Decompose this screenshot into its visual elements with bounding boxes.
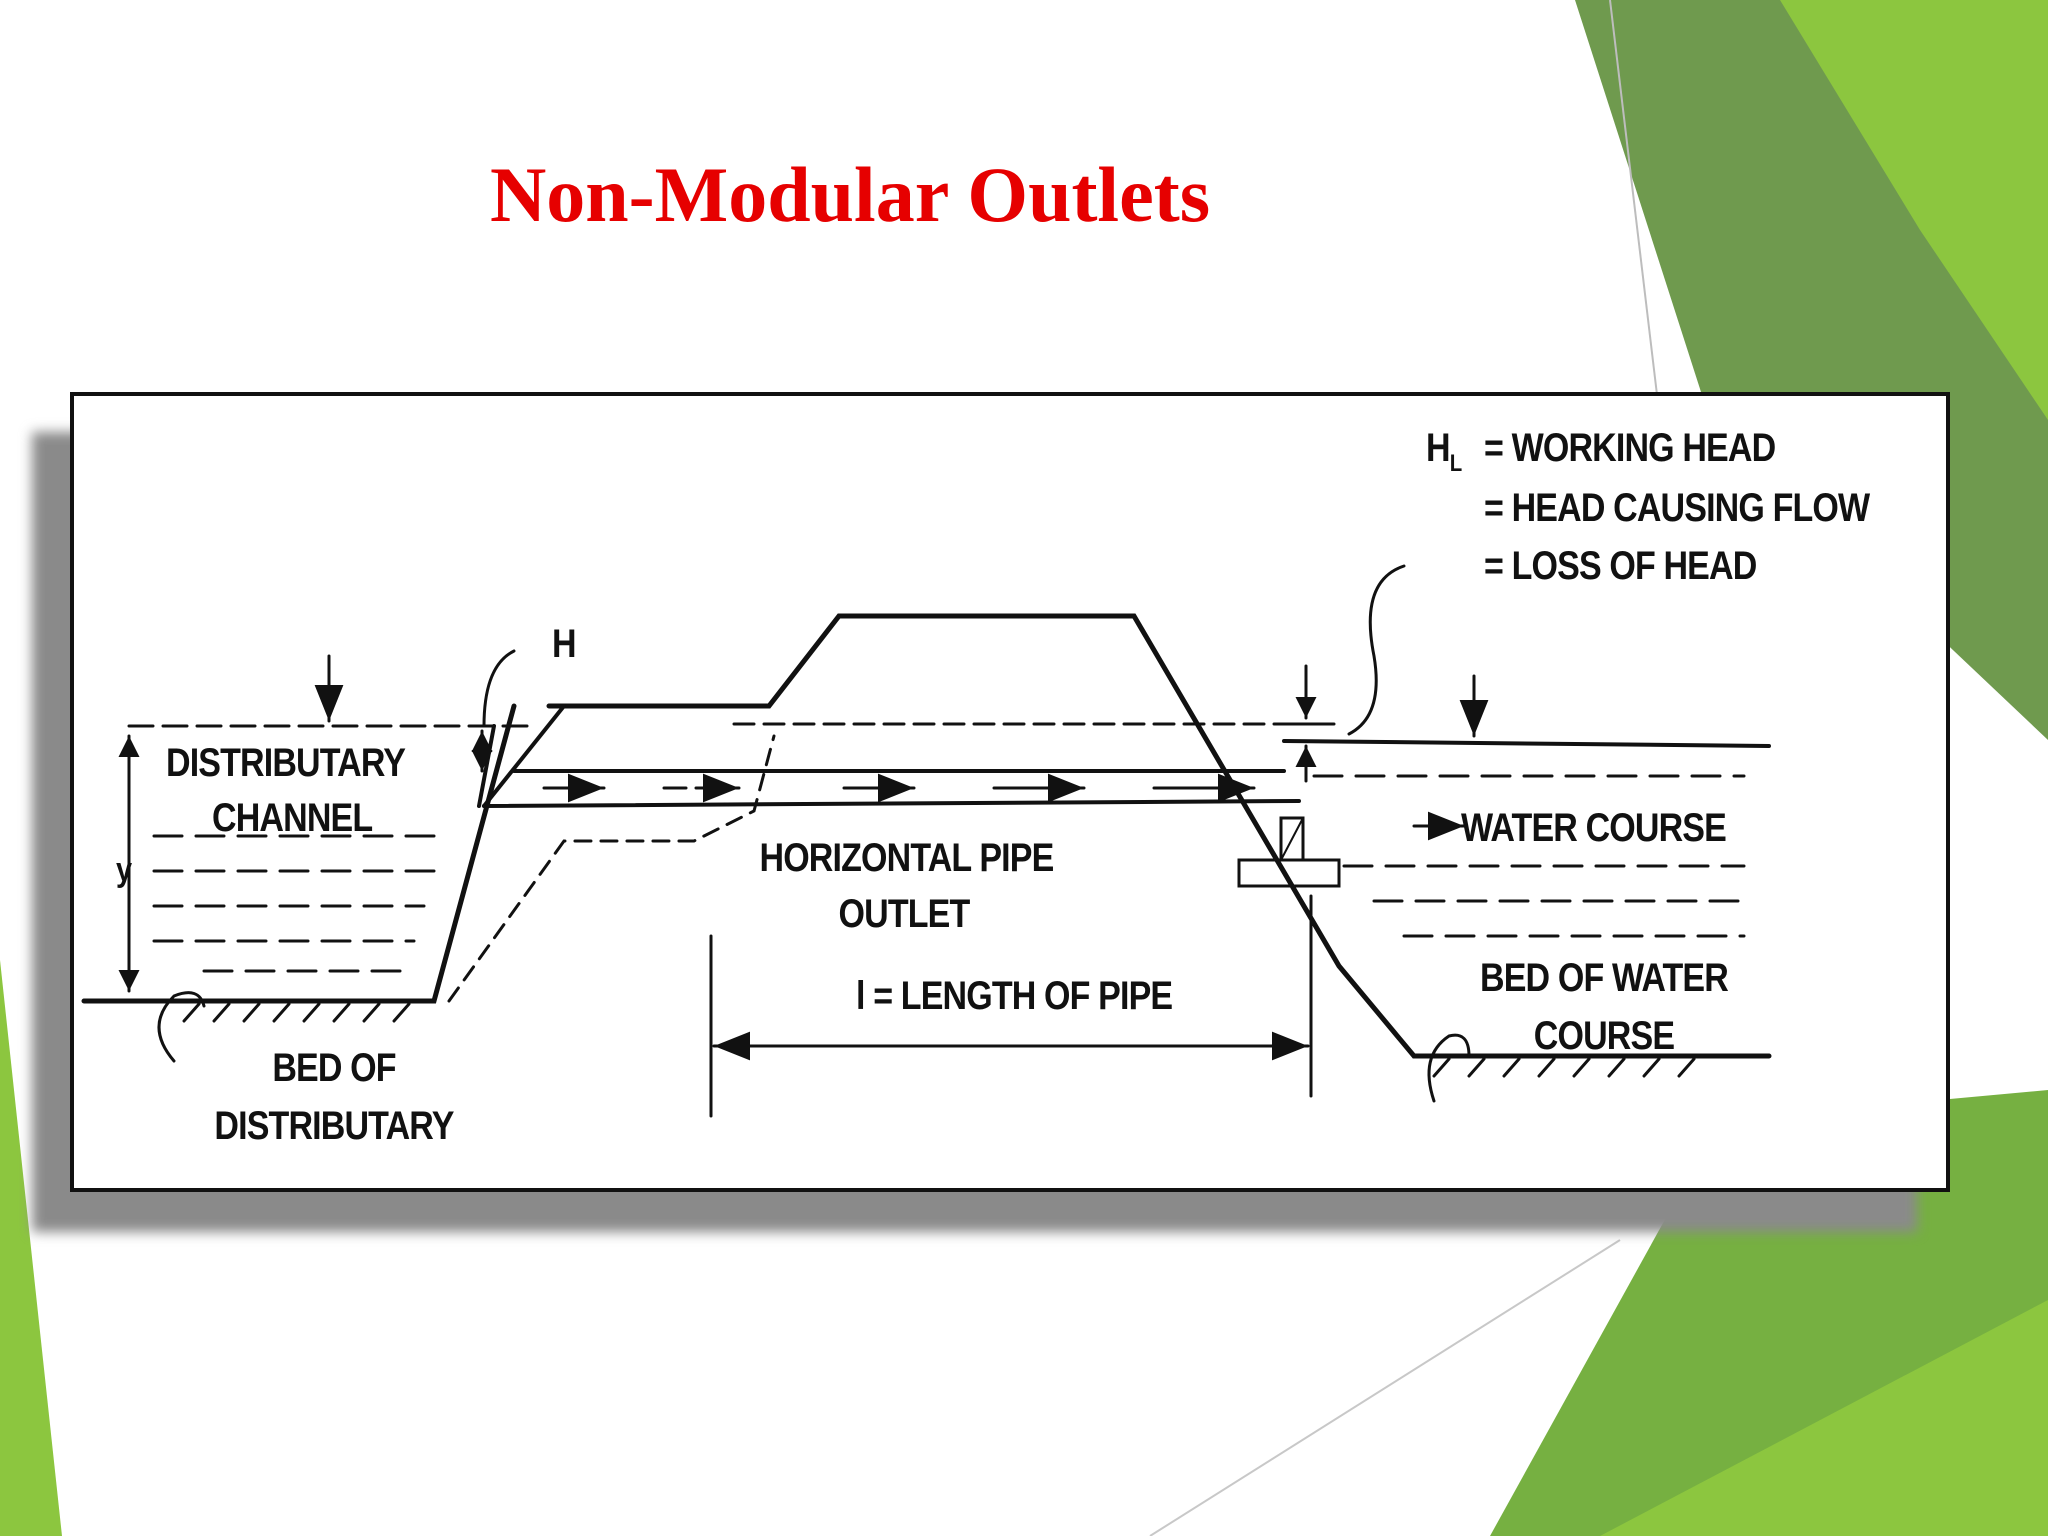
flow-arrows [542,773,1466,841]
water-course-bed-curl [1427,1033,1471,1103]
y-label: y [116,851,132,889]
green-band-bottom-light [1600,1300,2048,1536]
course-label: COURSE [1533,1014,1675,1058]
bed-of-label: BED OF [272,1046,396,1090]
length-of-pipe-label: l = LENGTH OF PIPE [856,974,1173,1018]
loss-of-head-label: = LOSS OF HEAD [1484,544,1757,588]
outlet-base-plate [1237,858,1341,888]
distributary-label: DISTRIBUTARY [166,741,406,785]
outlet-block-hatch [1280,817,1304,861]
distributary-bed-curl [157,991,206,1063]
head-causing-flow-label: = HEAD CAUSING FLOW [1484,486,1870,530]
working-head-label: = WORKING HEAD [1484,426,1776,470]
distributary-bed-label: DISTRIBUTARY [214,1104,454,1148]
channel-label: CHANNEL [212,796,373,840]
bed-of-water-label: BED OF WATER [1480,956,1729,1000]
pipe-bottom [482,799,1301,808]
distributary-water-hatch [152,834,446,973]
outlet-diagram: HL = WORKING HEAD = HEAD CAUSING FLOW = … [70,392,1950,1192]
distributary-bed-hatch [182,1002,411,1023]
thin-guide-line-right [1609,0,1661,421]
green-band-top-light [1780,0,2048,420]
hl-label: HL [1426,426,1462,477]
green-band-left [0,960,62,1536]
outlet-cross-section-drawing [81,564,1772,1118]
outlet-label: OUTLET [838,892,971,936]
water-course-water-hatch [1312,774,1746,938]
hl-leader [1347,564,1406,736]
inlet-bank-line [482,704,566,808]
water-course-bed-hatch [1432,1057,1696,1078]
water-course-surface [1282,739,1771,748]
slide-title: Non-Modular Outlets [489,151,1211,238]
thin-guide-line-bottom [1149,1239,1621,1536]
pipe-bed-dashed [447,734,776,1003]
h-leader [482,649,516,728]
h-label: H [552,622,577,666]
water-course-label: WATER COURSE [1461,806,1727,850]
horizontal-pipe-label: HORIZONTAL PIPE [759,836,1055,880]
embankment-outline [546,613,1772,1059]
